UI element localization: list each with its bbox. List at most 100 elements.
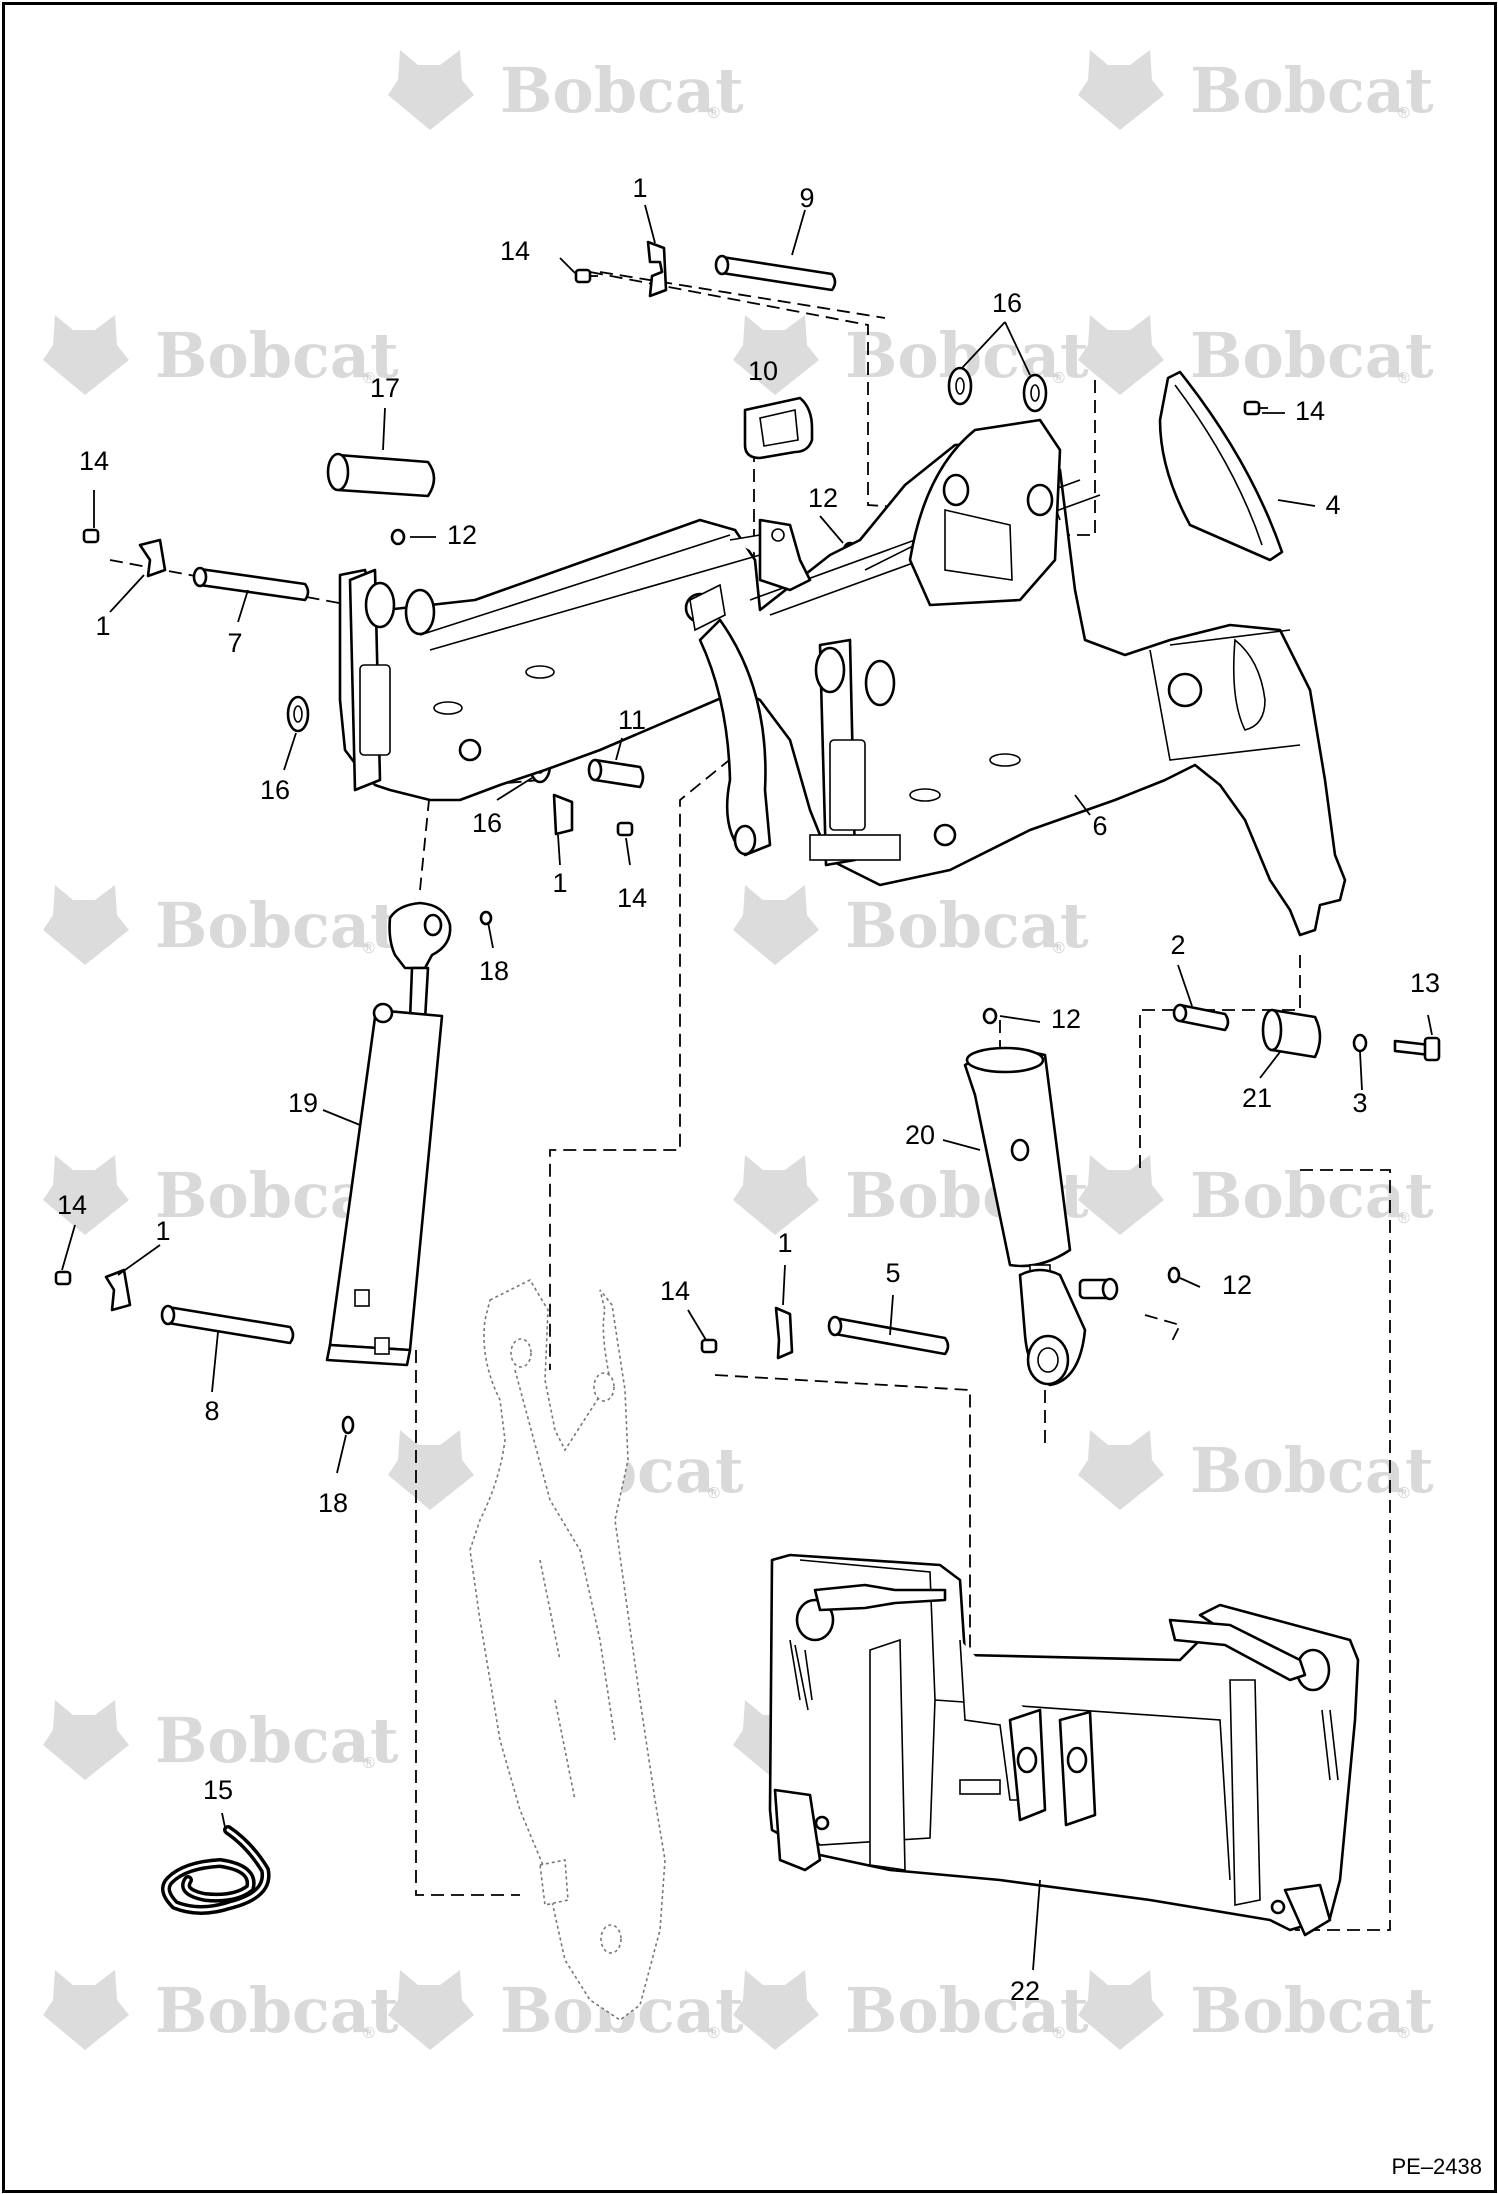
callout-1: 1 (155, 1216, 170, 1246)
svg-text:®: ® (1053, 2025, 1065, 2042)
callout-numbers: 1 9 14 16 10 14 4 17 14 12 12 1 7 16 11 … (57, 173, 1440, 2006)
callout-14: 14 (79, 446, 109, 476)
callout-1: 1 (777, 1228, 792, 1258)
svg-text:Bobcat: Bobcat (845, 1974, 1089, 2047)
svg-text:®: ® (1053, 370, 1065, 387)
shield-4 (1158, 370, 1284, 562)
svg-text:Bobcat: Bobcat (155, 1974, 399, 2047)
callout-1: 1 (632, 173, 647, 203)
callout-16: 16 (260, 775, 290, 805)
svg-text:®: ® (1053, 940, 1065, 957)
svg-text:Bobcat: Bobcat (1190, 1434, 1434, 1507)
callout-13: 13 (1410, 968, 1440, 998)
callout-leaders (61, 204, 1433, 1971)
bushing-21 (1261, 1008, 1322, 1059)
callout-7: 7 (227, 628, 242, 658)
svg-text:®: ® (1398, 370, 1410, 387)
svg-text:®: ® (1398, 105, 1410, 122)
svg-text:Bobcat: Bobcat (155, 889, 399, 962)
pivot-pin-8 (160, 1304, 295, 1345)
cylinder-19 (325, 901, 452, 1367)
callout-17: 17 (370, 373, 400, 403)
callout-15: 15 (203, 1775, 233, 1805)
bolt-14-lower (54, 1270, 72, 1286)
bobcat-head-icon (733, 885, 819, 965)
retainer-1-left (138, 538, 167, 578)
svg-text:Bobcat: Bobcat (1190, 1159, 1434, 1232)
callout-10: 10 (748, 356, 778, 386)
bobcat-logo-watermark: Bobcat® (43, 1970, 399, 2050)
bobcat-logo-watermark: Bobcat® (1078, 50, 1434, 130)
callout-20: 20 (905, 1120, 935, 1150)
bobcat-head-icon (43, 1970, 129, 2050)
retainer-1-center (774, 1306, 794, 1360)
bobcat-logo-watermark: Bobcat® (43, 315, 399, 395)
svg-text:®: ® (708, 105, 720, 122)
bobcat-head-icon (388, 1970, 474, 2050)
callout-18: 18 (479, 956, 509, 986)
svg-text:®: ® (1398, 1485, 1410, 1502)
pad-10 (743, 396, 814, 460)
bobcat-head-icon (1078, 50, 1164, 130)
callout-8: 8 (204, 1396, 219, 1426)
svg-text:®: ® (363, 1755, 375, 1772)
bobcat-head-icon (43, 885, 129, 965)
retainer-1-lower (104, 1268, 132, 1312)
callout-14: 14 (500, 236, 530, 266)
callout-16: 16 (472, 808, 502, 838)
bobcat-head-icon (43, 1700, 129, 1780)
svg-text:®: ® (708, 2025, 720, 2042)
callout-9: 9 (799, 183, 814, 213)
bobcat-head-icon (733, 1155, 819, 1235)
callout-14: 14 (660, 1276, 690, 1306)
svg-text:Bobcat: Bobcat (1190, 319, 1434, 392)
washer-3 (1352, 1033, 1368, 1053)
retainer-1-mid (552, 793, 574, 836)
callout-4: 4 (1325, 490, 1340, 520)
svg-text:Bobcat: Bobcat (155, 319, 399, 392)
bobcat-head-icon (1078, 1970, 1164, 2050)
bobcat-logo-watermark: Bobcat® (388, 50, 744, 130)
callout-12: 12 (1051, 1004, 1081, 1034)
bobcat-head-icon (388, 50, 474, 130)
svg-text:Bobcat: Bobcat (155, 1704, 399, 1777)
bobcat-head-icon (388, 1430, 474, 1510)
attachment-plate-22 (768, 1553, 1360, 1937)
bolt-14-left (82, 528, 100, 544)
bobcat-head-icon (733, 315, 819, 395)
watermark-layer: Bobcat®Bobcat®Bobcat®Bobcat®Bobcat®Bobca… (43, 50, 1434, 2050)
callout-14: 14 (1295, 396, 1325, 426)
svg-text:®: ® (1398, 1210, 1410, 1227)
bolt-14-top (574, 268, 598, 284)
callout-16: 16 (992, 288, 1022, 318)
mounting-frame-6 (338, 418, 1347, 937)
bobcat-logo-watermark: Bobcat® (1078, 1155, 1434, 1235)
bolt-14-mid (616, 821, 634, 837)
bobcat-logo-watermark: Bobcat® (43, 885, 399, 965)
svg-text:Bobcat: Bobcat (1190, 54, 1434, 127)
callout-19: 19 (288, 1088, 318, 1118)
bobcat-logo-watermark: Bobcat® (733, 885, 1089, 965)
bobcat-logo-watermark: Bobcat® (1078, 315, 1434, 395)
callout-1: 1 (552, 868, 567, 898)
bobcat-head-icon (1078, 1430, 1164, 1510)
callout-12: 12 (1222, 1270, 1252, 1300)
bolt-14-center (700, 1338, 718, 1354)
bobcat-head-icon (43, 1155, 129, 1235)
callout-1: 1 (95, 611, 110, 641)
bobcat-logo-watermark: Bobcat® (388, 1970, 744, 2050)
callout-12: 12 (447, 520, 477, 550)
svg-text:Bobcat: Bobcat (845, 889, 1089, 962)
callout-14: 14 (617, 883, 647, 913)
svg-text:®: ® (363, 940, 375, 957)
bushing-17 (326, 452, 436, 498)
svg-text:®: ® (708, 1485, 720, 1502)
bobcat-head-icon (733, 1970, 819, 2050)
bobcat-logo-watermark: Bobcat® (43, 1700, 399, 1780)
callout-14: 14 (57, 1190, 87, 1220)
pivot-pin-5 (827, 1315, 950, 1356)
svg-text:Bobcat: Bobcat (500, 54, 744, 127)
callout-18: 18 (318, 1488, 348, 1518)
pivot-pin-9 (714, 254, 837, 292)
